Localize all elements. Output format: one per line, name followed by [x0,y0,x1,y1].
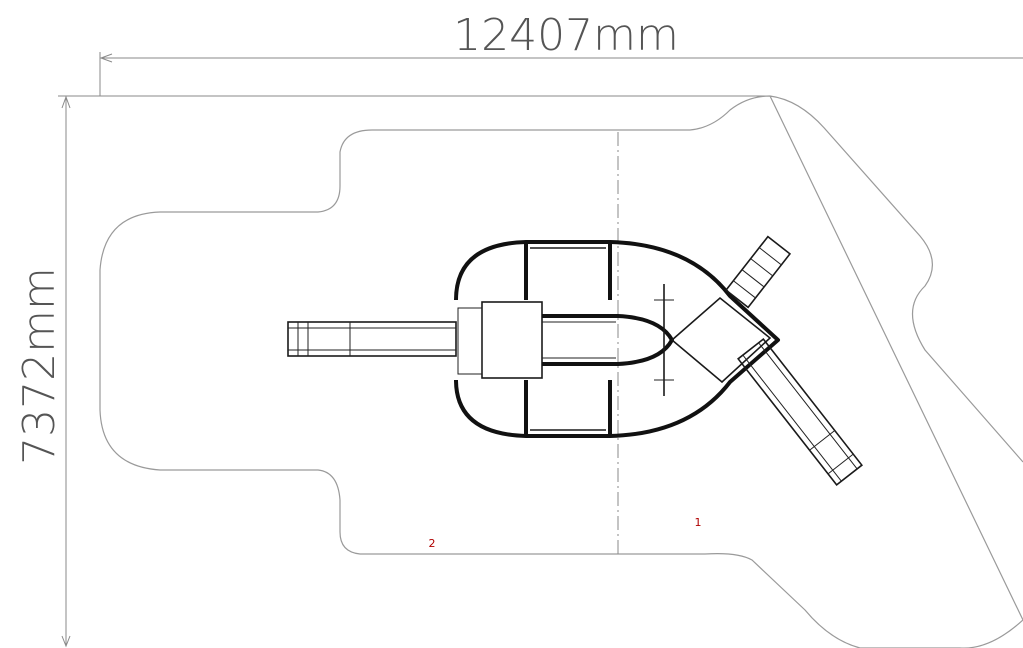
ladder-rung [750,258,774,277]
boat-structure [454,240,780,438]
height-dimension: 7372mm [14,95,770,648]
width-dimension: 12407mm [99,10,1023,96]
width-dimension-label: 12407mm [453,10,679,61]
width-arrow-icon [99,53,113,63]
right-slide-rail [827,453,854,475]
central-platform [481,301,543,379]
zone-label-1: 1 [695,516,702,529]
platform-step [457,307,483,375]
right-slide-edge [742,354,842,482]
zone-label-2: 2 [429,537,436,550]
height-dimension-label: 7372mm [14,267,65,465]
height-arrow-top-icon [61,95,71,109]
right-slide [737,337,863,487]
ladder-frame [724,235,792,309]
boat-hull-outline [454,240,780,438]
walkway-outline [542,314,674,366]
right-slide-edge [758,342,858,470]
left-slide [287,321,457,357]
right-slide-body [737,337,863,487]
ladder-rung [733,280,756,299]
ladder-rung [758,247,782,266]
height-arrow-bottom-icon [61,635,71,648]
bow-deck [670,296,772,384]
safety-zone-outline [99,95,1023,648]
right-slide-rail [809,430,836,451]
left-slide-body [287,321,457,357]
ladder-rung [741,269,765,288]
ladder [724,235,792,309]
